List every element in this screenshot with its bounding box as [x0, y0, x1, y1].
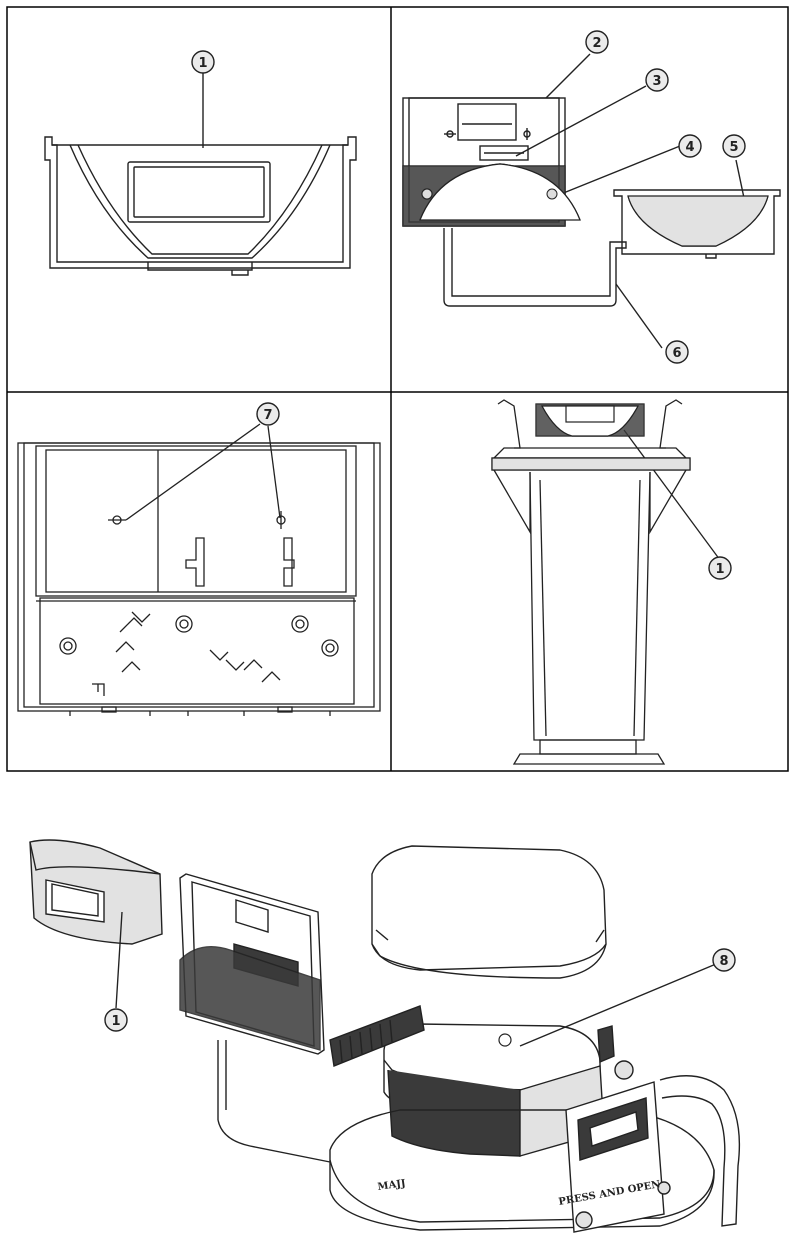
- callout-label: 1: [111, 1014, 120, 1029]
- callout-label: 6: [672, 346, 681, 361]
- callout-1-side: 1: [708, 556, 732, 580]
- callout-1-top-left: 1: [191, 50, 215, 74]
- panel-grid: [6, 6, 789, 772]
- callout-7: 7: [256, 402, 280, 426]
- callout-label: 3: [652, 74, 661, 89]
- callout-label: 5: [729, 140, 738, 155]
- callout-label: 1: [715, 562, 724, 577]
- callout-label: 1: [198, 56, 207, 71]
- panel-side-view-assembled-shading: [491, 404, 691, 471]
- callout-8: 8: [712, 948, 736, 972]
- callout-6: 6: [665, 340, 689, 364]
- callout-4: 4: [678, 134, 702, 158]
- brand-engraving: MAJJ: [377, 1178, 407, 1193]
- callout-label: 4: [685, 140, 694, 155]
- callout-3: 3: [645, 68, 669, 92]
- callout-1-isometric: 1: [104, 1008, 128, 1032]
- callout-5: 5: [722, 134, 746, 158]
- callout-label: 7: [263, 408, 272, 423]
- logo-icon: [498, 1033, 512, 1047]
- panel-front-view-cover: [44, 73, 357, 276]
- panel-back-plate-view: [17, 423, 381, 716]
- callout-label: 2: [592, 36, 601, 51]
- callout-2: 2: [585, 30, 609, 54]
- callout-label: 8: [719, 954, 728, 969]
- panel-side-view-assembled: [491, 399, 721, 765]
- panel-isometric-exploded-view: [29, 839, 741, 1233]
- panel-side-view-parts-shading: [403, 163, 769, 247]
